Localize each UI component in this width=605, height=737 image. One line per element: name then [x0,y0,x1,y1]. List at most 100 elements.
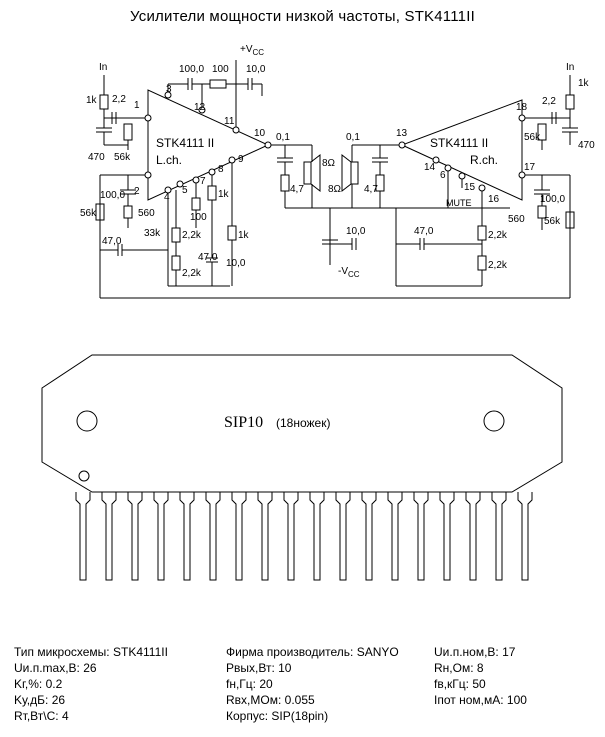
spec-row: Rт,Вт\С: 4 [14,708,168,724]
spec-label: Kг,%: [14,677,43,691]
pin-2: 2 [134,186,140,197]
ic-name-left: STK4111 II [156,136,214,150]
page-title: Усилители мощности низкой частоты, STK41… [130,8,475,25]
pin-3: 3 [166,84,172,95]
spec-value: 0.2 [45,677,63,691]
label-100-left-low: 100 [190,212,207,223]
resistor-1k-left [99,94,109,110]
speaker-label-left: 8Ω [322,158,336,169]
label-560-right: 560 [508,214,525,225]
spec-label: Rт,Вт\С: [14,709,59,723]
spec-value: 20 [259,677,273,691]
spec-row: fв,кГц: 50 [434,676,527,692]
channel-left: L.ch. [156,153,182,167]
spec-value: 50 [472,677,486,691]
pin-1: 1 [134,100,140,111]
ic-name-right: STK4111 II [430,136,488,150]
label-470-left: 470 [88,152,105,163]
vcc-label: +VCC [240,44,264,57]
ic-left-amp [147,89,270,201]
package-pin [75,492,91,581]
label-56k-right-low: 56k [544,216,561,227]
spec-row: Uи.п.max,В: 26 [14,660,168,676]
spec-row: Iпот ном,мА: 100 [434,692,527,708]
spec-row: Kг,%: 0.2 [14,676,168,692]
resistor-2-2k-left-b [171,255,181,271]
spec-column-1: Тип микросхемы: STK4111II Uи.п.max,В: 26… [14,644,168,724]
mounting-hole-left [76,410,98,432]
package-pin [439,492,455,581]
speaker-label-right: 8Ω [328,184,342,195]
label-47-0-left: 47,0 [102,236,122,247]
spec-value: 8 [476,661,484,675]
label-2-2-right: 2,2 [542,96,556,107]
resistor-4-7-left [280,174,290,192]
spec-label: Корпус: [226,709,269,723]
label-2-2k-left-b: 2,2k [182,268,202,279]
label-1k-left-low: 1k [238,230,250,241]
package-pin [465,492,481,581]
spec-label: Uи.п.max,В: [14,661,80,675]
label-100-0-left: 100,0 [179,64,204,75]
label-33k-left: 33k [144,228,161,239]
pin-6: 6 [440,170,446,181]
package-pin [179,492,195,581]
spec-value: 26 [83,661,97,675]
label-560-left: 560 [138,208,155,219]
label-2-2k-right-b: 2,2k [488,260,508,271]
package-pins [75,492,533,581]
spec-label: Iпот ном,мА: [434,693,504,707]
label-100-left: 100 [212,64,229,75]
resistor-56k-left-low [95,203,105,221]
spec-row: Rн,Ом: 8 [434,660,527,676]
spec-row: Фирма производитель: SANYO [226,644,399,660]
resistor-1k-left-low [227,225,237,241]
spec-label: fв,кГц: [434,677,469,691]
speaker-right [350,161,359,185]
label-10-0-top: 10,0 [246,64,266,75]
speaker-cone-left [310,153,321,193]
spec-column-2: Фирма производитель: SANYO Pвых,Вт: 10 f… [226,644,399,724]
package-pin [205,492,221,581]
package-pin [517,492,533,581]
pin-10: 10 [254,128,266,139]
input-label-left: In [99,62,107,73]
spec-value: 10 [278,661,292,675]
channel-right: R.ch. [470,153,498,167]
package-pin [491,492,507,581]
package-pin [257,492,273,581]
label-56k-left-low: 56k [80,208,97,219]
label-4-7-right: 4,7 [364,184,378,195]
label-2-2k-left-a: 2,2k [182,230,202,241]
spec-row: Pвых,Вт: 10 [226,660,399,676]
spec-label: Uи.п.ном,В: [434,645,499,659]
spec-row: Kу,дБ: 26 [14,692,168,708]
label-56k-left: 56k [114,152,131,163]
spec-label: Фирма производитель: [226,645,354,659]
resistor-100-left-low [191,197,201,211]
label-4-7-left: 4,7 [290,184,304,195]
label-2-2k-right-a: 2,2k [488,230,508,241]
pin-11: 11 [224,116,235,127]
pin-13: 13 [396,128,408,139]
resistor-1k-left-mid [207,185,217,201]
pin-15: 15 [464,182,476,193]
neg-vcc-label: -VCC [338,266,360,279]
spec-value: 17 [502,645,516,659]
spec-row: Rвх,МОм: 0.055 [226,692,399,708]
spec-label: Тип микросхемы: [14,645,110,659]
spec-row: Тип микросхемы: STK4111II [14,644,168,660]
label-47-0-left-mid: 47,0 [198,252,218,263]
spec-value: 0.055 [284,693,315,707]
resistor-560-left [123,205,133,219]
label-1k-right: 1k [578,78,590,89]
spec-column-3: Uи.п.ном,В: 17 Rн,Ом: 8 fв,кГц: 50 Iпот … [434,644,527,708]
spec-value: SIP(18pin) [271,709,329,723]
label-0-1-left: 0,1 [276,132,290,143]
pin-8: 8 [218,164,224,175]
package-pin [413,492,429,581]
spec-label: Pвых,Вт: [226,661,275,675]
package-pin [309,492,325,581]
pin-17: 17 [524,162,536,173]
package-pin [361,492,377,581]
